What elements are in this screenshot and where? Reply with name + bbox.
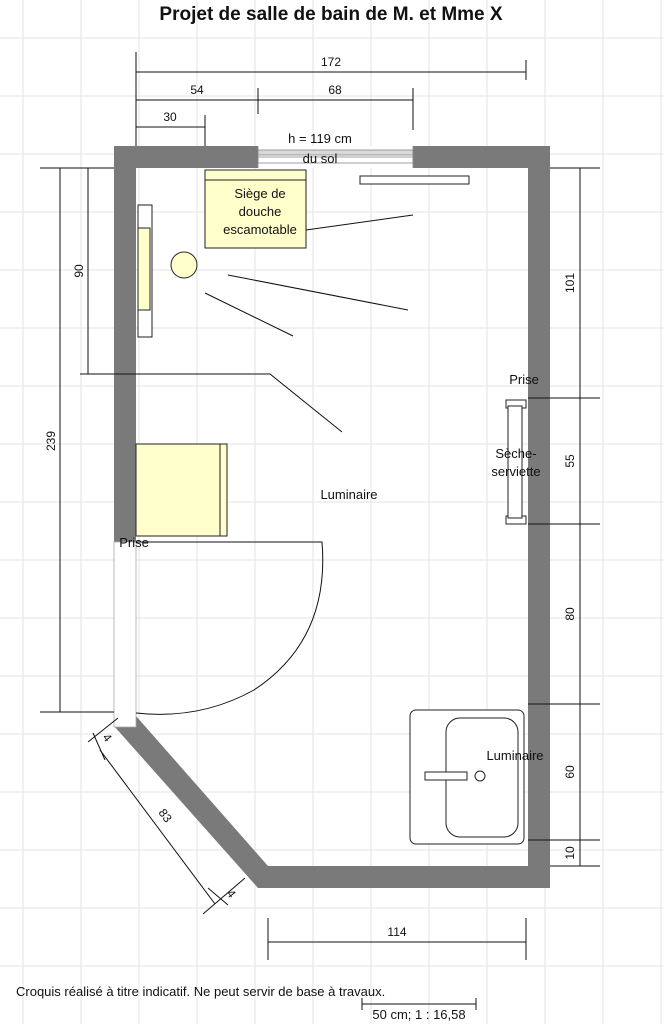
shower-slope-line <box>227 274 409 311</box>
dim-top-small: 30 <box>163 110 177 124</box>
scale-label: 50 cm; 1 : 16,58 <box>372 1007 465 1022</box>
shower-slope-line <box>204 292 294 337</box>
towel-dryer-label-2: serviette <box>491 464 540 479</box>
scale-bar <box>361 998 477 1010</box>
shower-slope-line <box>305 214 414 231</box>
outlet-right-label: Prise <box>509 372 539 387</box>
right-dimension-lines <box>528 167 600 867</box>
window-height-label: h = 119 cm <box>288 131 352 146</box>
dim-right-mid: 55 <box>563 454 577 468</box>
shower-drain <box>170 251 198 279</box>
page-title: Projet de salle de bain de M. et Mme X <box>159 4 502 25</box>
left-cabinet-edge <box>219 443 228 537</box>
shower-seat-hinge <box>204 169 307 181</box>
shower-seat <box>204 169 307 249</box>
door-leaf <box>113 541 137 728</box>
dim-top-right: 68 <box>328 83 342 97</box>
towel-bar-top <box>359 175 470 185</box>
disclaimer-text: Croquis réalisé à titre indicatif. Ne pe… <box>16 984 385 999</box>
dim-diagonal-end-b: 4 <box>224 887 239 901</box>
towel-dryer-label-1: Sèche- <box>495 446 536 461</box>
shower-seat-label-2: douche <box>239 204 282 219</box>
shower-seat-label-1: Siège de <box>234 186 285 201</box>
dim-right-top: 101 <box>563 273 577 293</box>
dim-left-inner: 90 <box>72 264 86 278</box>
window <box>257 146 414 168</box>
dim-diagonal: 83 <box>156 806 175 825</box>
dim-top-left: 54 <box>190 83 204 97</box>
outlet-left-label: Prise <box>119 535 149 550</box>
center-light-label: Luminaire <box>320 487 377 502</box>
left-dimension-lines <box>40 167 136 713</box>
shower-bar-grip <box>137 227 151 311</box>
window-height-sub-label: du sol <box>303 151 338 166</box>
sink-light-label: Luminaire <box>486 748 543 763</box>
dim-top-total: 172 <box>321 55 341 69</box>
bottom-dimension-lines <box>267 918 527 960</box>
top-dimension-lines <box>135 52 527 146</box>
diagonal-dimension-lines <box>87 717 246 915</box>
shower-partition-line <box>136 373 343 433</box>
dim-right-lower: 80 <box>563 607 577 621</box>
dim-bottom: 114 <box>387 925 406 939</box>
dim-right-end: 10 <box>563 846 577 860</box>
dim-diagonal-end-a: 4 <box>100 731 115 745</box>
towel-dryer <box>505 399 527 525</box>
shower-seat-label-3: escamotable <box>223 222 297 237</box>
left-cabinet <box>135 443 228 537</box>
sink <box>409 709 525 845</box>
dim-right-bottom: 60 <box>563 765 577 779</box>
dim-left-outer: 239 <box>44 431 58 451</box>
door-swing-arc <box>135 541 324 715</box>
